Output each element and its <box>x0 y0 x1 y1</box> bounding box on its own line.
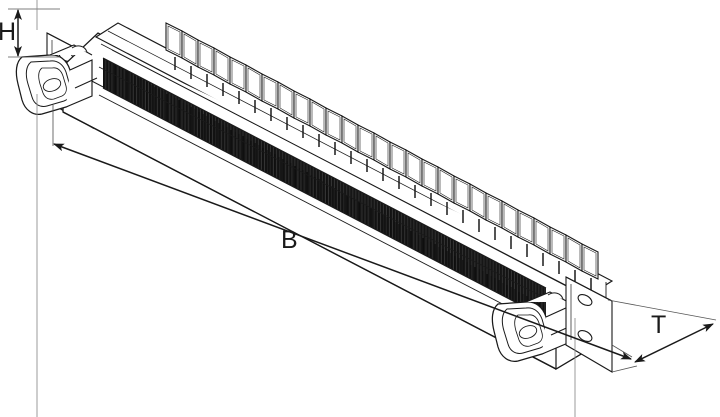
dimension-arrow-depth <box>634 323 714 363</box>
dimension-label-depth: T <box>651 311 667 339</box>
dimension-arrows <box>14 9 714 363</box>
dimension-label-width: B <box>281 226 298 254</box>
dimension-arrow-width <box>53 143 632 360</box>
dimension-label-height: H <box>0 18 17 46</box>
